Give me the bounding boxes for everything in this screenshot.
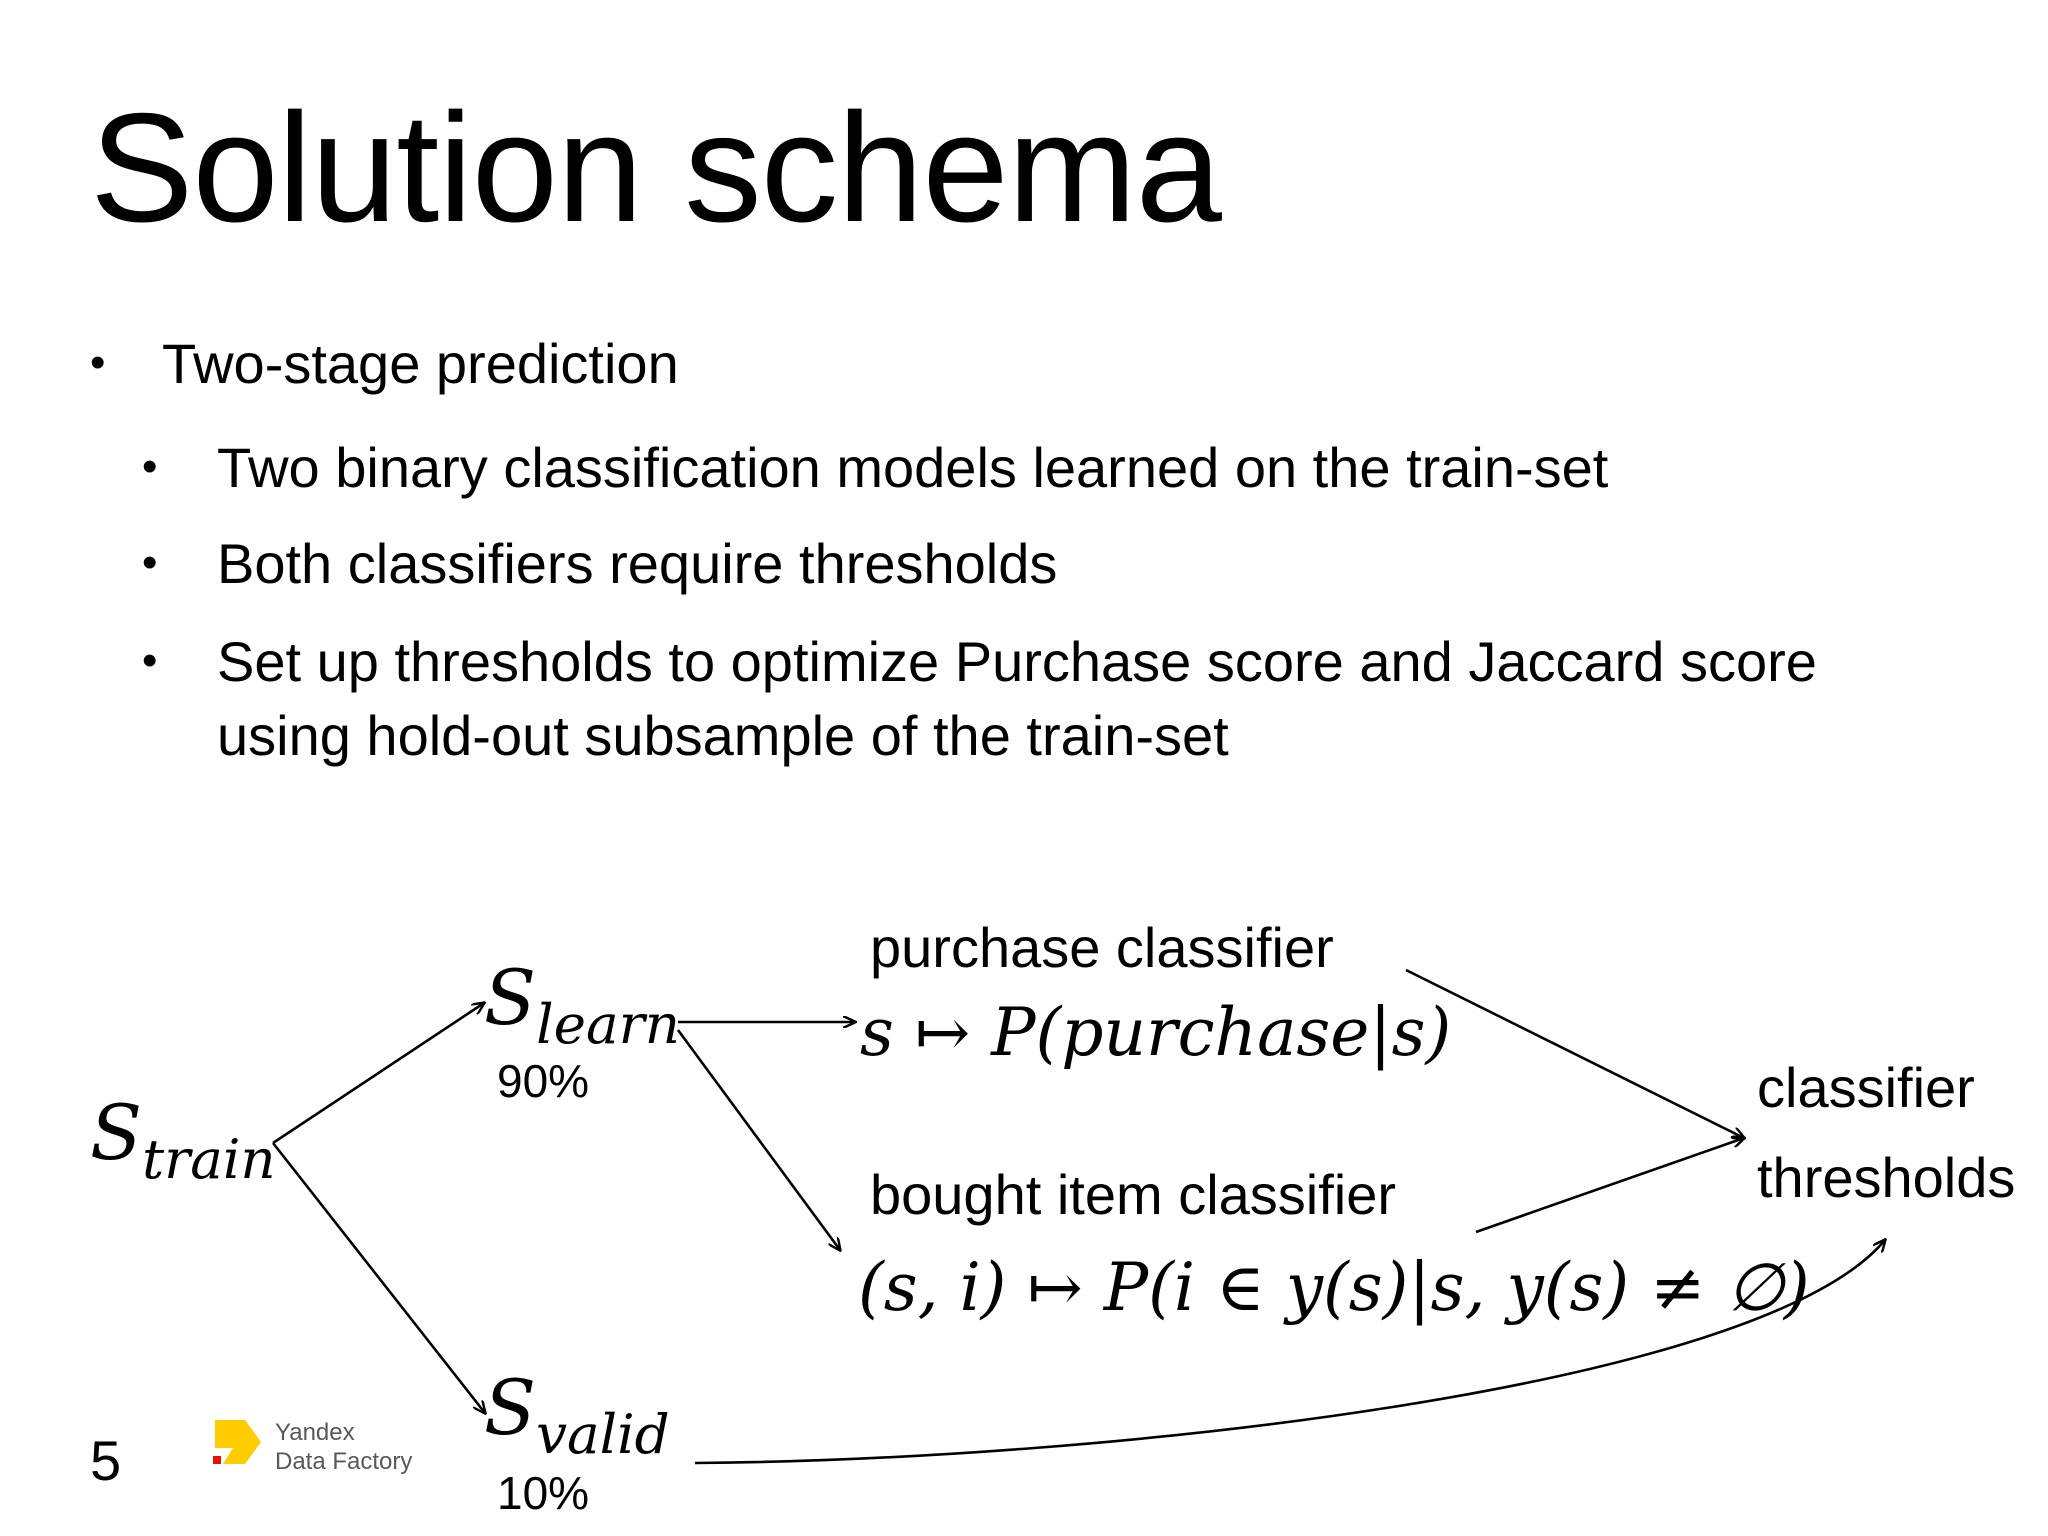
s-symbol: S (90, 1088, 143, 1177)
valid-percent: 10% (497, 1467, 590, 1519)
s-learn-node: Slearn (484, 960, 680, 1052)
thresholds-label-line1: classifier (1757, 1056, 1975, 1119)
arrow-bought-to-thresholds (1475, 1138, 1744, 1234)
page-number: 5 (90, 1429, 122, 1492)
purchase-formula: s ↦ P(purchase|s) (860, 994, 1452, 1071)
arrow-train-to-valid (271, 1142, 485, 1413)
slide-title: Solution schema (90, 81, 1222, 254)
bullet-glyph: • (142, 538, 158, 587)
sub-bullet-2-text: Both classifiers require thresholds (217, 532, 1058, 595)
s-symbol: S (484, 953, 537, 1042)
bought-formula: (s, i) ↦ P(i ∈ y(s)|s, y(s) ≠ ∅) (858, 1249, 1810, 1326)
bullet-glyph: • (90, 338, 106, 387)
sub-bullet-3-text: Set up thresholds to optimize Purchase s… (217, 630, 1817, 693)
sub-bullet-1-text: Two binary classification models learned… (217, 436, 1609, 499)
bullet-glyph: • (142, 442, 158, 491)
yandex-logo-text: Yandex Data Factory (275, 1418, 412, 1476)
learn-percent: 90% (497, 1055, 590, 1107)
arrow-purchase-to-thresholds (1405, 968, 1744, 1138)
bought-item-classifier-label: bought item classifier (870, 1163, 1397, 1226)
bullet-main: •Two-stage prediction (90, 336, 679, 392)
s-valid-subscript: valid (536, 1402, 670, 1467)
s-learn-subscript: learn (536, 992, 680, 1057)
s-symbol: S (484, 1363, 537, 1452)
yandex-logo-icon (213, 1420, 261, 1464)
bullet-main-text: Two-stage prediction (162, 332, 679, 395)
arrow-train-to-learn (272, 1003, 484, 1145)
sub-bullet-3-continuation: using hold-out subsample of the train-se… (217, 704, 1229, 767)
purchase-classifier-label: purchase classifier (870, 916, 1334, 979)
sub-bullet-2: •Both classifiers require thresholds (142, 536, 1057, 592)
s-valid-node: Svalid (484, 1370, 670, 1462)
logo-line-1: Yandex (275, 1419, 355, 1446)
thresholds-label-line2: thresholds (1757, 1146, 2016, 1209)
s-train-node: Strain (90, 1095, 276, 1187)
arrow-learn-to-bought (676, 1029, 840, 1250)
sub-bullet-1: •Two binary classification models learne… (142, 440, 1608, 496)
bullet-glyph: • (142, 636, 158, 685)
logo-line-2: Data Factory (275, 1448, 413, 1475)
arrow-valid-to-thresholds (694, 1240, 1885, 1465)
sub-bullet-3: •Set up thresholds to optimize Purchase … (142, 634, 1817, 690)
s-train-subscript: train (142, 1127, 276, 1192)
